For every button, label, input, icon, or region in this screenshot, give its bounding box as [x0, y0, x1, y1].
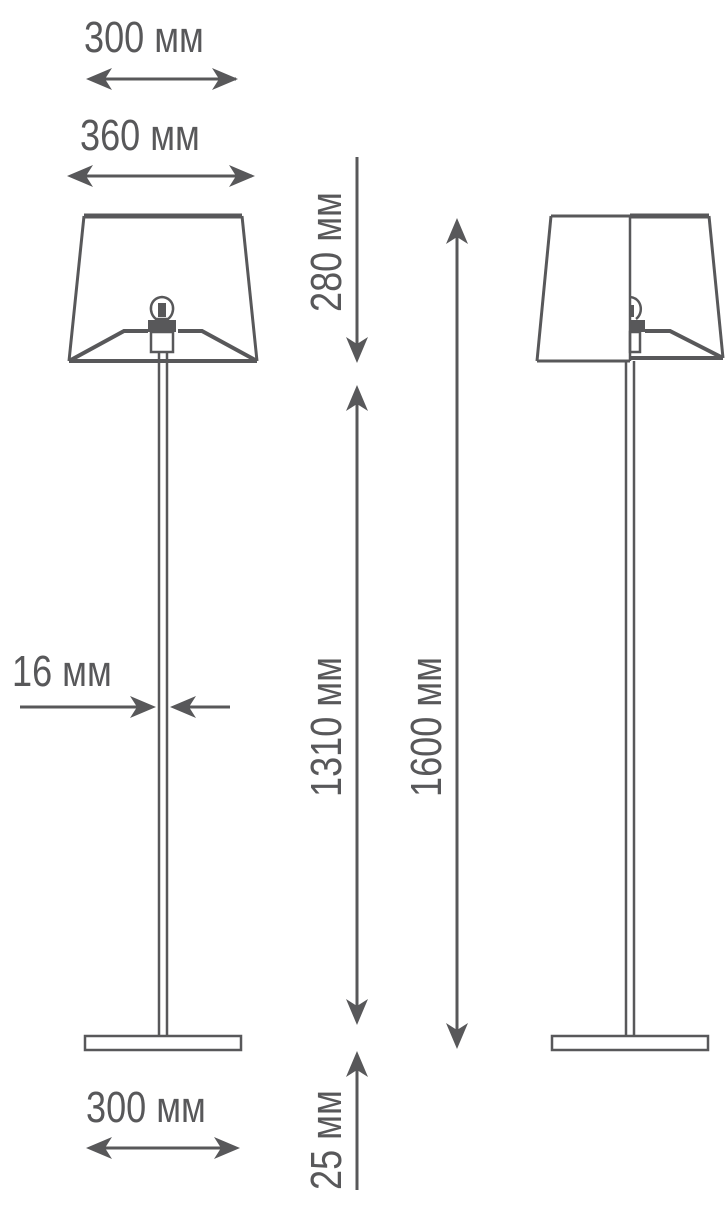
dim-arrow-stem-height — [346, 385, 368, 1025]
front-view-lamp — [67, 213, 259, 1052]
label-base-width: 300 мм — [86, 1083, 206, 1132]
front-base — [83, 1034, 243, 1052]
dim-arrow-shade-height — [346, 157, 368, 363]
dim-arrow-stem-diameter — [20, 696, 230, 718]
dim-arrow-base-height — [346, 1051, 368, 1190]
side-shade — [535, 213, 725, 363]
bulb-icon — [148, 295, 176, 354]
label-base-height: 25 мм — [302, 1090, 351, 1190]
side-base — [550, 1034, 710, 1052]
dim-arrow-shade-top — [86, 68, 238, 90]
dim-arrow-shade-bottom — [67, 165, 255, 187]
front-stem — [157, 352, 169, 1036]
label-stem-diameter: 16 мм — [12, 647, 112, 696]
label-shade-top-width: 300 мм — [84, 13, 204, 62]
dim-arrow-base-width — [86, 1137, 240, 1159]
label-shade-height: 280 мм — [302, 192, 351, 312]
side-view-lamp — [535, 213, 725, 1052]
label-stem-height: 1310 мм — [302, 657, 351, 797]
label-shade-bottom-width: 360 мм — [80, 111, 200, 160]
side-stem — [624, 361, 636, 1036]
front-shade — [67, 213, 259, 363]
dim-arrow-total-height — [446, 218, 468, 1049]
label-total-height: 1600 мм — [402, 657, 451, 797]
